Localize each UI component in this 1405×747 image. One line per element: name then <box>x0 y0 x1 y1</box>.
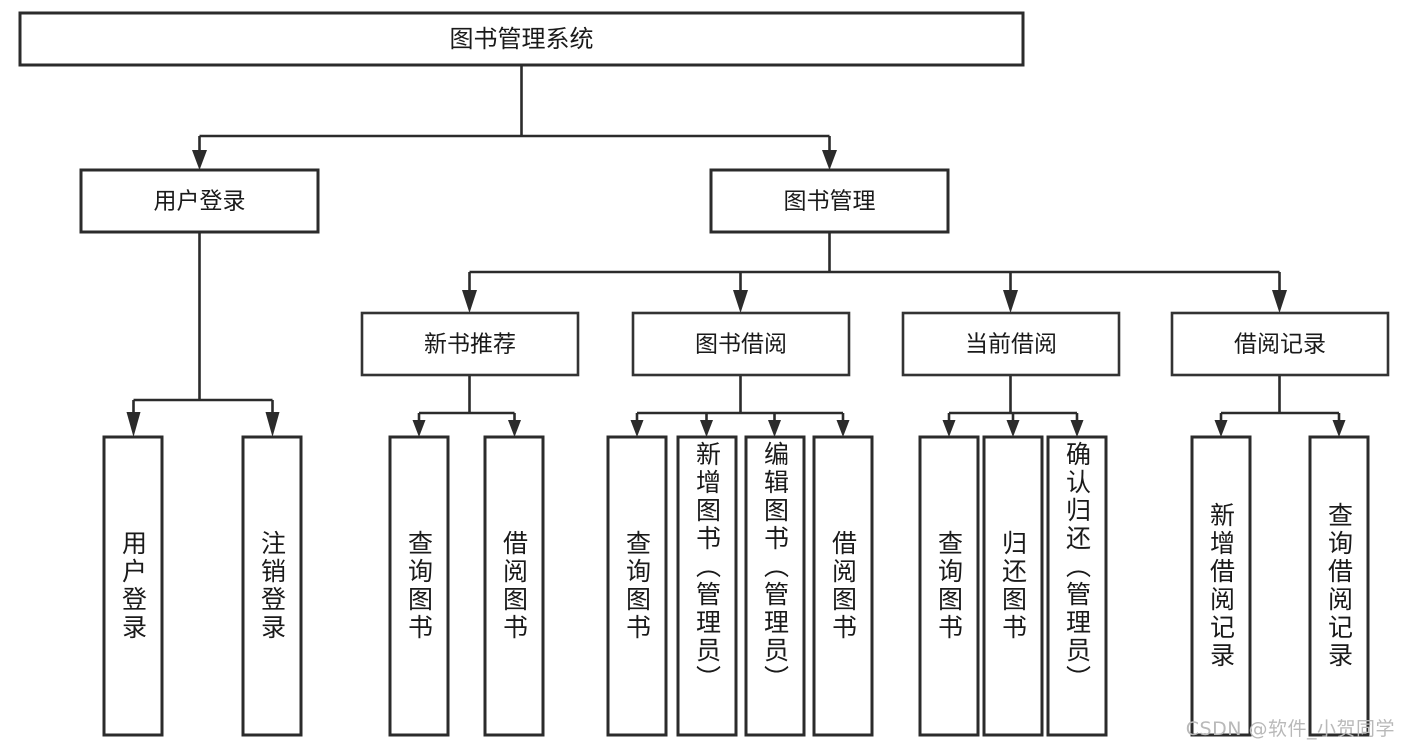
edges-layer <box>126 65 1346 437</box>
leaf-borrow-book-recommend-box[interactable] <box>483 435 545 737</box>
leaf-return-book-box[interactable] <box>982 435 1044 737</box>
leaf-nodes-layer <box>102 435 1370 737</box>
arrow-nb-to-leaf1 <box>412 420 426 437</box>
node-root-label: 图书管理系统 <box>450 25 594 53</box>
arrow-bm-to-borrow-record <box>1272 290 1287 313</box>
node-book-management[interactable]: 图书管理 <box>709 168 950 234</box>
arrow-bm-to-new-book <box>462 290 477 313</box>
leaf-query-book-borrow-box[interactable] <box>606 435 668 737</box>
arrow-br-to-leaf2 <box>1332 420 1346 437</box>
arrow-ul-to-leaf2 <box>265 412 280 437</box>
nodes-layer: 图书管理系统 用户登录 图书管理 新书推荐 图书借阅 当前 <box>18 11 1390 737</box>
node-user-login-label: 用户登录 <box>154 189 246 215</box>
arrow-bm-to-book-borrow <box>733 290 748 313</box>
csdn-watermark: CSDN @软件_小贺同学 <box>1185 718 1395 740</box>
arrow-bb-to-leaf3 <box>768 420 781 437</box>
node-root[interactable]: 图书管理系统 <box>18 11 1025 67</box>
arrow-bb-to-leaf4 <box>836 420 850 437</box>
leaf-edit-book-admin-box[interactable] <box>744 435 806 737</box>
node-book-borrow-label: 图书借阅 <box>695 332 787 358</box>
node-book-borrow[interactable]: 图书借阅 <box>631 311 851 377</box>
node-new-book-recommend[interactable]: 新书推荐 <box>360 311 580 377</box>
leaf-user-login-box[interactable] <box>102 435 164 737</box>
node-current-borrow[interactable]: 当前借阅 <box>901 311 1121 377</box>
arrow-bm-to-current-borrow <box>1003 290 1018 313</box>
arrow-cb-to-leaf1 <box>942 420 956 437</box>
arrow-bb-to-leaf2 <box>700 420 713 437</box>
leaf-confirm-return-admin-box[interactable] <box>1046 435 1108 737</box>
leaf-logout-login-box[interactable] <box>241 435 303 737</box>
arrow-root-to-book-management <box>822 150 837 170</box>
arrow-br-to-leaf1 <box>1214 420 1228 437</box>
arrow-bb-to-leaf1 <box>630 420 644 437</box>
node-borrow-record[interactable]: 借阅记录 <box>1170 311 1390 377</box>
leaf-query-book-current-box[interactable] <box>918 435 980 737</box>
leaf-add-book-admin-box[interactable] <box>676 435 738 737</box>
arrow-ul-to-leaf1 <box>126 412 141 437</box>
leaf-query-book-recommend-box[interactable] <box>388 435 450 737</box>
leaf-borrow-book-box[interactable] <box>812 435 874 737</box>
leaf-add-borrow-record-box[interactable] <box>1190 435 1252 737</box>
node-current-borrow-label: 当前借阅 <box>965 332 1057 358</box>
node-new-book-recommend-label: 新书推荐 <box>424 332 516 358</box>
leaf-query-borrow-record-box[interactable] <box>1308 435 1370 737</box>
node-book-management-label: 图书管理 <box>784 189 876 215</box>
arrow-root-to-user-login <box>192 150 207 170</box>
node-user-login[interactable]: 用户登录 <box>79 168 320 234</box>
arrow-nb-to-leaf2 <box>508 420 521 437</box>
arrow-cb-to-leaf2 <box>1006 420 1020 437</box>
arrow-cb-to-leaf3 <box>1070 420 1084 437</box>
node-borrow-record-label: 借阅记录 <box>1234 332 1326 358</box>
